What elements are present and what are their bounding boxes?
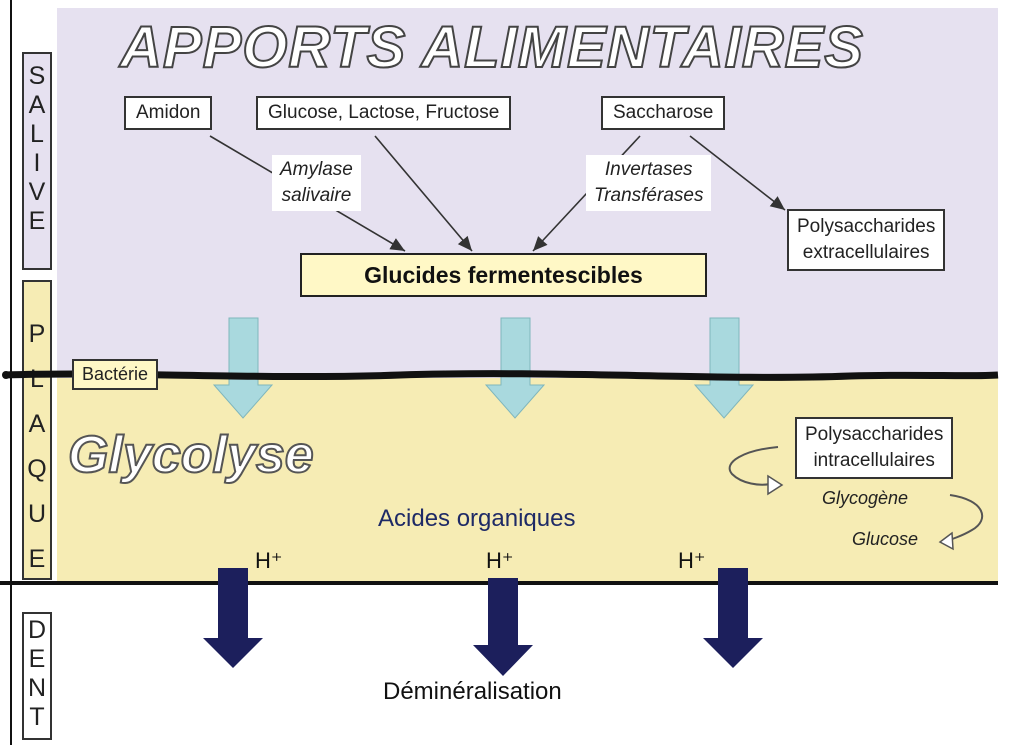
- side-label-tooth: D E N T: [22, 612, 52, 740]
- polysacch-intra-line2: intracellulaires: [813, 450, 935, 471]
- side-letter: T: [29, 703, 45, 731]
- hplus-label-3: H⁺: [678, 548, 706, 573]
- glycolyse-label: Glycolyse: [67, 425, 315, 485]
- box-saccharose: Saccharose: [601, 96, 726, 130]
- amylase-line1: Amylase: [280, 159, 353, 180]
- side-letter: U: [27, 500, 47, 528]
- polysacch-intra-line1: Polysaccharides: [805, 424, 944, 445]
- label-amylase: Amylase salivaire: [272, 155, 361, 211]
- saliva-zone: [57, 8, 998, 378]
- box-bacteria: Bactérie: [72, 359, 159, 390]
- side-letter: Q: [27, 455, 47, 483]
- glycogene-label: Glycogène: [822, 488, 909, 508]
- demineralisation-label: Déminéralisation: [383, 678, 562, 705]
- tooth-zone: [57, 583, 998, 745]
- glucose-label: Glucose: [852, 529, 919, 549]
- hplus-label-2: H⁺: [486, 548, 514, 573]
- light-arrow-3: [693, 317, 755, 419]
- side-letter: D: [27, 616, 47, 644]
- side-letter: V: [28, 178, 46, 206]
- box-amidon: Amidon: [124, 96, 213, 130]
- side-letter: A: [28, 410, 46, 438]
- invertases-text: Invertases: [604, 159, 693, 180]
- curved-arrowhead: [767, 474, 784, 496]
- dark-arrow-1: [203, 568, 263, 668]
- bacteria-membrane: [3, 370, 999, 381]
- side-letter: S: [28, 62, 46, 90]
- side-letter: E: [28, 207, 46, 235]
- box-sugars: Glucose, Lactose, Fructose: [256, 96, 512, 130]
- curved-arrowhead-2: [938, 531, 954, 551]
- membrane-end: [2, 371, 10, 379]
- side-letter: P: [28, 320, 46, 348]
- hplus-label-1: H⁺: [255, 548, 283, 573]
- polysacch-extra-line1: Polysaccharides: [797, 216, 936, 237]
- box-polysacch-intra: Polysaccharides intracellulaires: [795, 417, 954, 479]
- side-letter: E: [28, 645, 46, 673]
- box-polysacch-extra: Polysaccharides extracellulaires: [787, 209, 946, 271]
- side-letter: A: [28, 91, 46, 119]
- box-glucides: Glucides fermentescibles: [300, 253, 707, 297]
- side-letter: N: [27, 674, 47, 702]
- diagram-title: APPORTS ALIMENTAIRES: [119, 14, 864, 81]
- arrow-saccharose-polysacch: [689, 135, 786, 211]
- light-arrow-2: [484, 317, 546, 419]
- arrow-sugars: [374, 135, 473, 252]
- side-letter: E: [28, 545, 46, 573]
- label-invertases: Invertases Transférases: [586, 155, 712, 211]
- acides-label: Acides organiques: [378, 505, 576, 532]
- polysacch-extra-line2: extracellulaires: [802, 242, 930, 263]
- side-letter: L: [30, 120, 44, 148]
- dark-arrow-3: [703, 568, 763, 668]
- plaque-zone: [57, 378, 998, 583]
- transferases-text: Transférases: [594, 185, 704, 206]
- side-letter: I: [33, 149, 41, 177]
- amylase-line2: salivaire: [281, 185, 352, 206]
- dark-arrow-2: [473, 578, 533, 676]
- light-arrow-1: [212, 317, 274, 419]
- curved-arrow-glucose: [728, 446, 779, 486]
- side-label-saliva: S A L I V E: [22, 52, 52, 270]
